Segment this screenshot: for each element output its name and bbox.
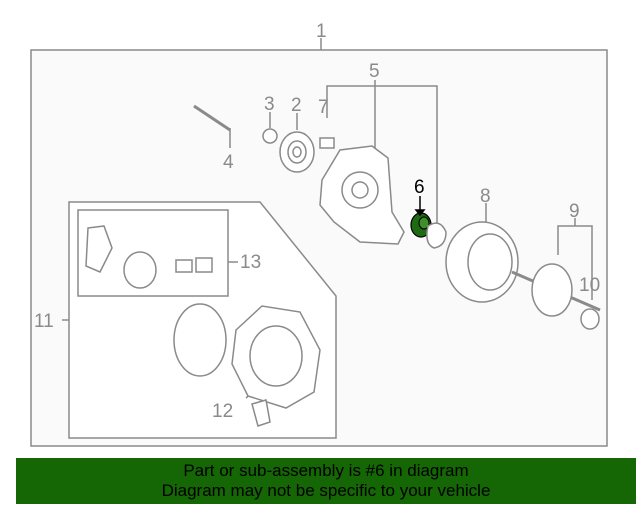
info-banner: Part or sub-assembly is #6 in diagram Di…	[16, 458, 636, 504]
callout-5: 5	[369, 61, 380, 82]
callout-9: 9	[569, 201, 580, 222]
callout-12: 12	[212, 401, 233, 422]
part-12-alternator	[173, 303, 321, 427]
part-5-housing	[319, 145, 405, 245]
part-3-nut	[262, 128, 278, 144]
subassembly-13-frame	[77, 209, 229, 297]
part-7-screw	[319, 137, 335, 149]
banner-line-1: Part or sub-assembly is #6 in diagram	[183, 461, 469, 480]
callout-6: 6	[414, 177, 425, 198]
callout-2: 2	[291, 95, 302, 116]
part-10-bearing	[580, 308, 600, 330]
parts-diagram: 1 2 3 4 5 6 7 8 9 10 11 12 13	[30, 21, 608, 447]
callout-4: 4	[223, 152, 234, 173]
callout-10: 10	[579, 275, 600, 296]
part-9-rotor	[511, 263, 601, 317]
callout-7: 7	[318, 97, 329, 118]
callout-11: 11	[34, 311, 54, 332]
part-2-pulley	[279, 131, 315, 173]
callout-3: 3	[264, 94, 275, 115]
gasket	[426, 222, 447, 249]
callout-1: 1	[316, 21, 327, 42]
part-8-stator	[445, 221, 519, 303]
banner-line-2: Diagram may not be specific to your vehi…	[161, 481, 491, 500]
callout-8: 8	[480, 186, 491, 207]
callout-13: 13	[240, 252, 261, 273]
part-13-components	[85, 225, 213, 289]
part-4-bolt	[193, 104, 231, 132]
